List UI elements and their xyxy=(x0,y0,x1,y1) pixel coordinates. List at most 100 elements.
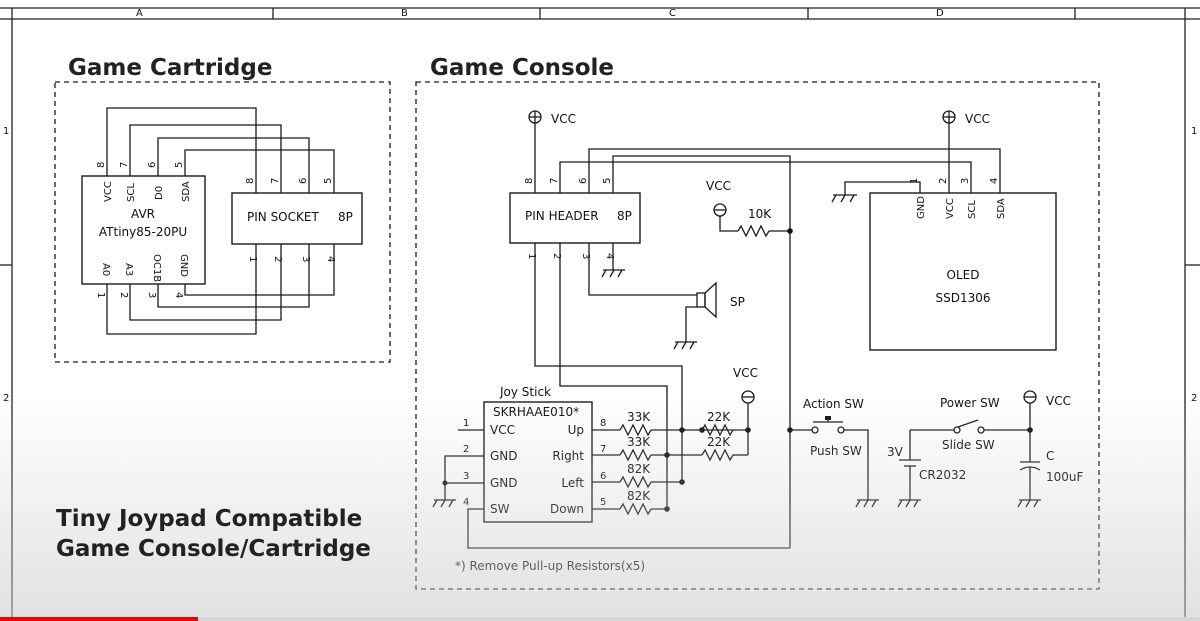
svg-text:1: 1 xyxy=(95,292,106,298)
svg-text:8: 8 xyxy=(524,178,535,184)
svg-text:5: 5 xyxy=(600,497,606,508)
svg-text:1: 1 xyxy=(463,418,469,429)
svg-text:2: 2 xyxy=(118,292,129,298)
action-sw-label: Action SW xyxy=(803,397,864,411)
grid-row-1-left: 1 xyxy=(3,126,9,137)
cartridge-wiring xyxy=(106,107,335,335)
svg-text:5: 5 xyxy=(174,162,185,168)
svg-text:7: 7 xyxy=(119,162,130,168)
pullup-note: *) Remove Pull-up Resistors(x5) xyxy=(455,559,645,573)
caption-line-2: Game Console/Cartridge xyxy=(56,536,371,562)
cartridge-boundary xyxy=(54,81,391,363)
vcc-label-header: VCC xyxy=(551,112,576,126)
svg-text:SDA: SDA xyxy=(996,198,1007,219)
svg-text:3: 3 xyxy=(300,256,311,262)
video-progress-fill xyxy=(0,617,198,621)
oled-label: OLED xyxy=(947,268,980,282)
svg-text:GND: GND xyxy=(490,449,518,463)
capacitor-label: C xyxy=(1046,449,1054,463)
svg-text:4: 4 xyxy=(173,292,184,298)
video-caption: Tiny Joypad Compatible Game Console/Cart… xyxy=(56,504,371,564)
video-progress-bar[interactable] xyxy=(0,617,1200,621)
oled-part: SSD1306 xyxy=(935,291,990,305)
svg-text:OC1B: OC1B xyxy=(151,254,162,282)
battery-voltage: 3V xyxy=(887,445,904,459)
svg-text:GND: GND xyxy=(178,254,189,277)
svg-text:4: 4 xyxy=(325,256,336,262)
grid-col-a: A xyxy=(136,8,143,19)
svg-text:Right: Right xyxy=(552,449,584,463)
svg-text:SCL: SCL xyxy=(126,183,137,202)
oled-display: 1 2 3 4 GND VCC SCL SDA OLED SSD1306 xyxy=(869,178,1057,351)
socket-label: PIN SOCKET xyxy=(247,210,319,224)
svg-text:82K: 82K xyxy=(627,462,651,476)
svg-text:3: 3 xyxy=(580,253,591,259)
svg-text:7: 7 xyxy=(270,178,281,184)
svg-text:SW: SW xyxy=(490,502,510,516)
svg-text:33K: 33K xyxy=(627,410,651,424)
svg-text:6: 6 xyxy=(578,178,589,184)
header-pins: 8P xyxy=(617,209,632,223)
joystick-part: SKRHAAE010* xyxy=(493,405,579,419)
vcc-label-joystick: VCC xyxy=(733,366,758,380)
svg-text:Left: Left xyxy=(561,476,584,490)
grid-row-2-left: 2 xyxy=(3,393,9,404)
resistor-labels: 33K 33K 82K 82K 22K 22K xyxy=(627,410,731,503)
avr-label: AVR xyxy=(131,207,155,221)
vcc-label-power: VCC xyxy=(1046,394,1071,408)
cartridge-title: Game Cartridge xyxy=(68,55,272,81)
svg-text:4: 4 xyxy=(463,497,469,508)
svg-text:7: 7 xyxy=(600,444,606,455)
caption-line-1: Tiny Joypad Compatible xyxy=(56,506,363,532)
svg-text:2: 2 xyxy=(938,178,949,184)
battery-part: CR2032 xyxy=(919,468,966,482)
svg-text:4: 4 xyxy=(989,178,1000,184)
svg-text:2: 2 xyxy=(463,444,469,455)
svg-text:3: 3 xyxy=(463,471,469,482)
power-sw-label: Power SW xyxy=(940,396,1000,410)
speaker-label: SP xyxy=(730,295,745,309)
grid-row-1-right: 1 xyxy=(1191,126,1197,137)
svg-text:D0: D0 xyxy=(154,186,165,200)
svg-text:A0: A0 xyxy=(100,263,111,276)
svg-text:22K: 22K xyxy=(707,410,731,424)
svg-text:1: 1 xyxy=(526,253,537,259)
avr-chip: 8 7 6 5 VCC SCL D0 SDA AVR ATtiny85-20PU… xyxy=(81,162,206,298)
svg-text:GND: GND xyxy=(490,476,518,490)
svg-text:Down: Down xyxy=(550,502,584,516)
pullup-10k-label: 10K xyxy=(748,207,772,221)
svg-text:8: 8 xyxy=(600,418,606,429)
pin-socket: 8 7 6 5 PIN SOCKET 8P 1 2 3 4 xyxy=(231,178,363,262)
capacitor-value: 100uF xyxy=(1046,470,1084,484)
vcc-label-oled: VCC xyxy=(965,112,990,126)
svg-text:3: 3 xyxy=(960,178,971,184)
svg-text:6: 6 xyxy=(298,178,309,184)
svg-text:5: 5 xyxy=(323,178,334,184)
svg-text:8: 8 xyxy=(245,178,256,184)
svg-text:6: 6 xyxy=(147,162,158,168)
header-label: PIN HEADER xyxy=(525,209,599,223)
svg-text:82K: 82K xyxy=(627,489,651,503)
slide-sw-label: Slide SW xyxy=(942,438,995,452)
svg-text:6: 6 xyxy=(600,471,606,482)
svg-text:22K: 22K xyxy=(707,435,731,449)
vcc-label-pullup: VCC xyxy=(706,179,731,193)
svg-text:1: 1 xyxy=(909,178,920,184)
svg-text:GND: GND xyxy=(916,196,927,219)
svg-text:VCC: VCC xyxy=(490,423,515,437)
svg-text:2: 2 xyxy=(272,256,283,262)
grid-col-b: B xyxy=(401,8,408,19)
socket-pins: 8P xyxy=(338,210,353,224)
pin-header: 8 7 6 5 PIN HEADER 8P 1 2 3 4 xyxy=(509,178,641,259)
joystick: Joy Stick SKRHAAE010* 1 2 3 4 VCC GND GN… xyxy=(463,385,606,523)
svg-text:7: 7 xyxy=(549,178,560,184)
svg-text:SCL: SCL xyxy=(967,200,978,219)
svg-text:4: 4 xyxy=(604,253,615,259)
svg-text:SDA: SDA xyxy=(181,181,192,202)
svg-text:33K: 33K xyxy=(627,435,651,449)
svg-text:A3: A3 xyxy=(123,263,134,276)
console-title: Game Console xyxy=(430,55,614,81)
avr-part: ATtiny85-20PU xyxy=(99,225,187,239)
